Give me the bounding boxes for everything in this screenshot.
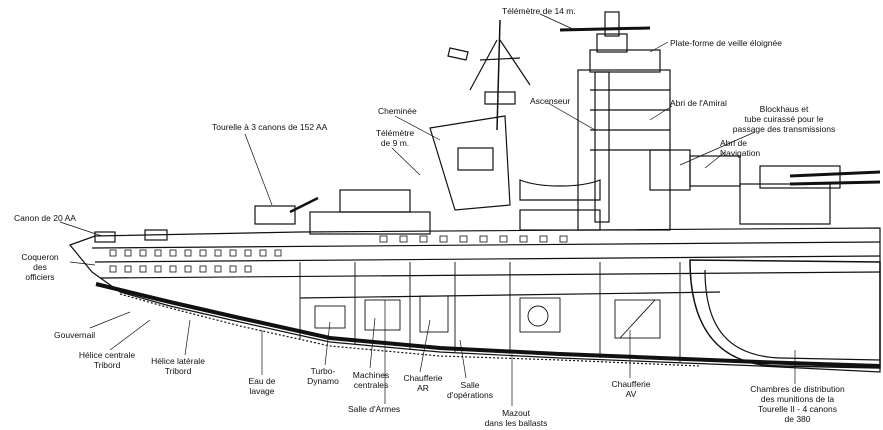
- label-chaufferie-ar-line2: AR: [417, 383, 429, 393]
- label-chaufferie-ar-line1: Chaufferie: [403, 373, 443, 383]
- label-helice-centrale-line2: Tribord: [93, 360, 121, 370]
- label-coqueron-line1: Coqueron: [21, 252, 59, 262]
- upper-deck: [91, 241, 881, 249]
- label-machines-centrales: Machines centrales: [344, 370, 398, 390]
- label-salle-op-line2: d'opérations: [446, 390, 494, 400]
- funnel: [429, 115, 511, 211]
- label-helice-laterale-line2: Tribord: [164, 366, 192, 376]
- label-helice-laterale: Hélice latérale Tribord: [140, 356, 216, 376]
- label-mazout-line1: Mazout: [502, 408, 530, 418]
- label-chambres-line4: de 380: [784, 414, 811, 424]
- lower-deck: [99, 271, 881, 279]
- label-abri-nav-line1: Abri de: [720, 138, 747, 148]
- label-turbo-line2: Dynamo: [307, 376, 339, 386]
- label-mazout: Mazout dans les ballasts: [476, 408, 556, 428]
- label-telemetre-14: Télémètre de 14 m.: [502, 6, 576, 16]
- label-canon-20: Canon de 20 AA: [14, 213, 76, 223]
- label-chambres-distribution: Chambres de distribution des munitions d…: [735, 384, 860, 424]
- label-eau-lavage: Eau de lavage: [240, 376, 284, 396]
- label-salle-armes: Salle d'Armes: [348, 404, 401, 414]
- label-plate-forme: Plate-forme de veille éloignée: [670, 38, 782, 48]
- main-deck: [94, 255, 881, 263]
- bulkheads: [299, 262, 681, 362]
- mast: [496, 19, 501, 131]
- label-turbo-dynamo: Turbo- Dynamo: [298, 366, 348, 386]
- label-eau-line2: lavage: [249, 386, 275, 396]
- hull-outline: [68, 227, 881, 373]
- label-salle-operations: Salle d'opérations: [440, 380, 500, 400]
- label-machines-line1: Machines: [352, 370, 390, 380]
- turret-barbette: [689, 259, 881, 369]
- label-chaufferie-av-line1: Chaufferie: [611, 379, 651, 389]
- label-blockhaus-line3: passage des transmissions: [732, 124, 836, 134]
- label-coqueron: Coqueron des officiers: [8, 252, 72, 282]
- label-blockhaus: Blockhaus et tube cuirassé pour le passa…: [724, 104, 844, 134]
- label-tourelle-152: Tourelle à 3 canons de 152 AA: [212, 122, 328, 132]
- label-chambres-line3: Tourelle II - 4 canons: [758, 404, 837, 414]
- keel-band: [95, 282, 881, 368]
- label-abri-nav-line2: Navigation: [720, 148, 761, 158]
- label-eau-line1: Eau de: [248, 376, 276, 386]
- label-coqueron-line3: officiers: [25, 272, 55, 282]
- label-telemetre-9-line2: de 9 m.: [380, 138, 410, 148]
- label-helice-laterale-line1: Hélice latérale: [151, 356, 205, 366]
- label-abri-amiral: Abri de l'Amiral: [670, 98, 727, 108]
- label-helice-centrale-line1: Hélice centrale: [78, 350, 136, 360]
- label-cheminee: Cheminée: [378, 106, 417, 116]
- portholes: [109, 235, 568, 273]
- label-abri-navigation: Abri de Navigation: [720, 138, 760, 158]
- leader-lines: [59, 13, 796, 406]
- label-gouvernail: Gouvernail: [54, 330, 96, 340]
- label-machines-line2: centrales: [353, 380, 389, 390]
- label-chambres-line2: des munitions de la: [760, 394, 835, 404]
- label-salle-op-line1: Salle: [460, 380, 480, 390]
- label-mazout-line2: dans les ballasts: [484, 418, 548, 428]
- label-chaufferie-av-line2: AV: [625, 389, 637, 399]
- label-coqueron-line2: des: [33, 262, 47, 272]
- label-turbo-line1: Turbo-: [310, 366, 336, 376]
- label-helice-centrale: Hélice centrale Tribord: [70, 350, 144, 370]
- label-telemetre-9-line1: Télémètre: [375, 128, 415, 138]
- label-chaufferie-ar: Chaufferie AR: [396, 373, 450, 393]
- label-blockhaus-line2: tube cuirassé pour le: [744, 114, 824, 124]
- label-chambres-line1: Chambres de distribution: [750, 384, 845, 394]
- label-chaufferie-av: Chaufferie AV: [604, 379, 658, 399]
- machinery: [314, 295, 661, 339]
- label-blockhaus-line1: Blockhaus et: [759, 104, 809, 114]
- label-telemetre-9: Télémètre de 9 m.: [370, 128, 420, 148]
- label-ascenseur: Ascenseur: [530, 96, 571, 106]
